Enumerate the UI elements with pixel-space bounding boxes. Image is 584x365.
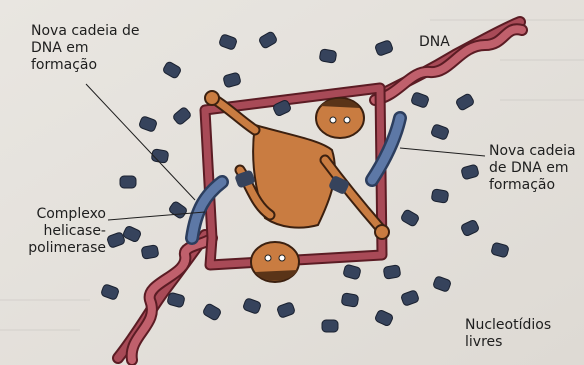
free-nucleotide bbox=[120, 176, 136, 188]
free-nucleotide bbox=[383, 265, 401, 280]
free-nucleotide bbox=[431, 189, 449, 204]
free-nucleotide bbox=[319, 49, 337, 64]
free-nucleotide bbox=[341, 293, 359, 308]
label-new-strand-right: Nova cadeia de DNA em formação bbox=[489, 143, 576, 194]
label-free-nucleotides: Nucleotídios livres bbox=[465, 317, 551, 351]
free-nucleotide bbox=[141, 245, 159, 260]
label-new-strand-left: Nova cadeia de DNA em formação bbox=[31, 23, 140, 74]
label-dna: DNA bbox=[419, 34, 450, 51]
free-nucleotide bbox=[322, 320, 338, 332]
label-helicase-polymerase-complex: Complexo helicase- polimerase bbox=[20, 206, 106, 257]
